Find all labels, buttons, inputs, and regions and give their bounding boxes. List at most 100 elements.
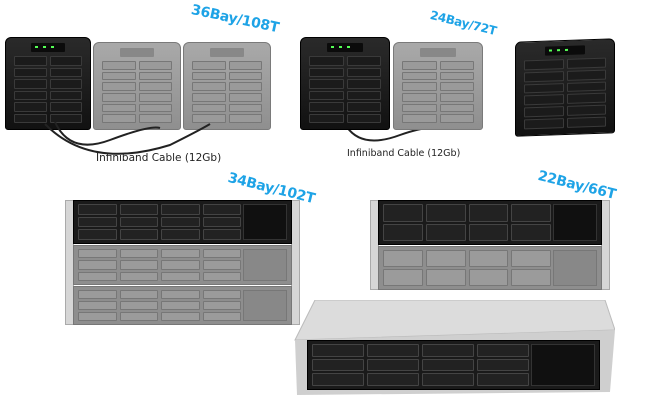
drive-bay [566,93,606,105]
cable-label: Infiniband Cable (12Gb) [96,152,222,164]
drive-bay [524,118,564,130]
drive-bay [566,57,606,69]
expansion-unit [393,42,483,130]
drive-bay [346,102,381,112]
drive-bay [119,229,158,240]
drive-bay [524,94,564,106]
drive-bay [439,92,474,102]
drive-bay [119,260,158,270]
drive-bay [524,82,564,94]
drive-bay [78,229,117,240]
expansion-unit [93,42,181,130]
drive-bay [161,216,200,228]
drive-bay [425,223,466,241]
drive-bay [138,61,172,70]
drive-bay [119,290,158,299]
drive-bay [102,103,136,113]
drive-bay [422,344,474,357]
drive-bay [309,56,344,66]
rackmount-nas [285,300,615,395]
drive-bay [138,114,172,123]
drive-bay [14,102,47,112]
drive-bay [119,301,158,310]
drive-bay [14,67,47,77]
drive-bay [524,106,564,118]
drive-bay [309,90,344,100]
drive-bay [439,114,474,123]
drive-bay [192,114,226,123]
drive-bay [14,56,47,66]
drive-bay [402,103,437,113]
drive-bay [312,344,364,357]
drive-bay [228,92,262,102]
nas-tower-main [5,37,91,130]
drive-bay [49,79,82,89]
drive-bay [524,70,564,83]
drive-bay [346,113,381,123]
drive-bay [119,204,158,215]
drive-bay [161,301,200,310]
drive-bay [192,61,226,70]
drive-bay [78,260,117,270]
drive-bay [192,92,226,102]
expansion-unit [183,42,271,130]
drive-bay [78,290,117,299]
drive-bay [402,114,437,123]
drive-bay [78,271,117,281]
drive-bay [439,82,474,91]
drive-bay [202,260,241,270]
drive-bay [14,90,47,100]
drive-bay [468,269,509,286]
drive-bay [524,59,564,71]
drive-bay [49,113,82,123]
drive-bay [566,104,606,117]
drive-bay [102,82,136,91]
drive-bay [402,61,437,70]
drive-bay [119,216,158,228]
drive-bay [422,358,474,372]
drive-bay [119,249,158,259]
drive-bay [138,82,172,91]
drive-bay [161,312,200,321]
drive-bay [78,301,117,310]
drive-bay [228,103,262,113]
drive-bay [511,204,551,222]
drive-bay [566,116,606,128]
drive-bay [138,103,172,113]
drive-bay [468,250,509,267]
drive-bay [346,56,381,66]
drive-bay [367,373,419,386]
drive-bay [119,271,158,281]
drive-bay [425,269,466,286]
drive-bay [202,249,241,259]
drive-bay [346,79,381,89]
drive-bay [383,250,423,267]
drive-bay [78,312,117,321]
drive-bay [14,113,47,123]
drive-bay [477,358,529,372]
drive-bay [228,82,262,91]
drive-bay [367,344,419,357]
drive-bay [49,67,82,77]
drive-bay [468,204,509,222]
drive-bay [309,67,344,77]
drive-bay [202,271,241,281]
drive-bay [439,61,474,70]
drive-bay [161,229,200,240]
drive-bay [402,71,437,81]
drive-bay [49,56,82,66]
drive-bay [161,204,200,215]
drive-bay [477,344,529,357]
drive-bay [228,71,262,81]
drive-bay [566,81,606,93]
drive-bay [309,102,344,112]
drive-bay [425,204,466,222]
drive-bay [228,114,262,123]
drive-bay [566,69,606,81]
drive-bay [202,290,241,299]
nas-tower-standalone [515,38,615,137]
drive-bay [439,103,474,113]
drive-bay [102,71,136,81]
drive-bay [383,204,423,222]
drive-bay [511,250,551,267]
